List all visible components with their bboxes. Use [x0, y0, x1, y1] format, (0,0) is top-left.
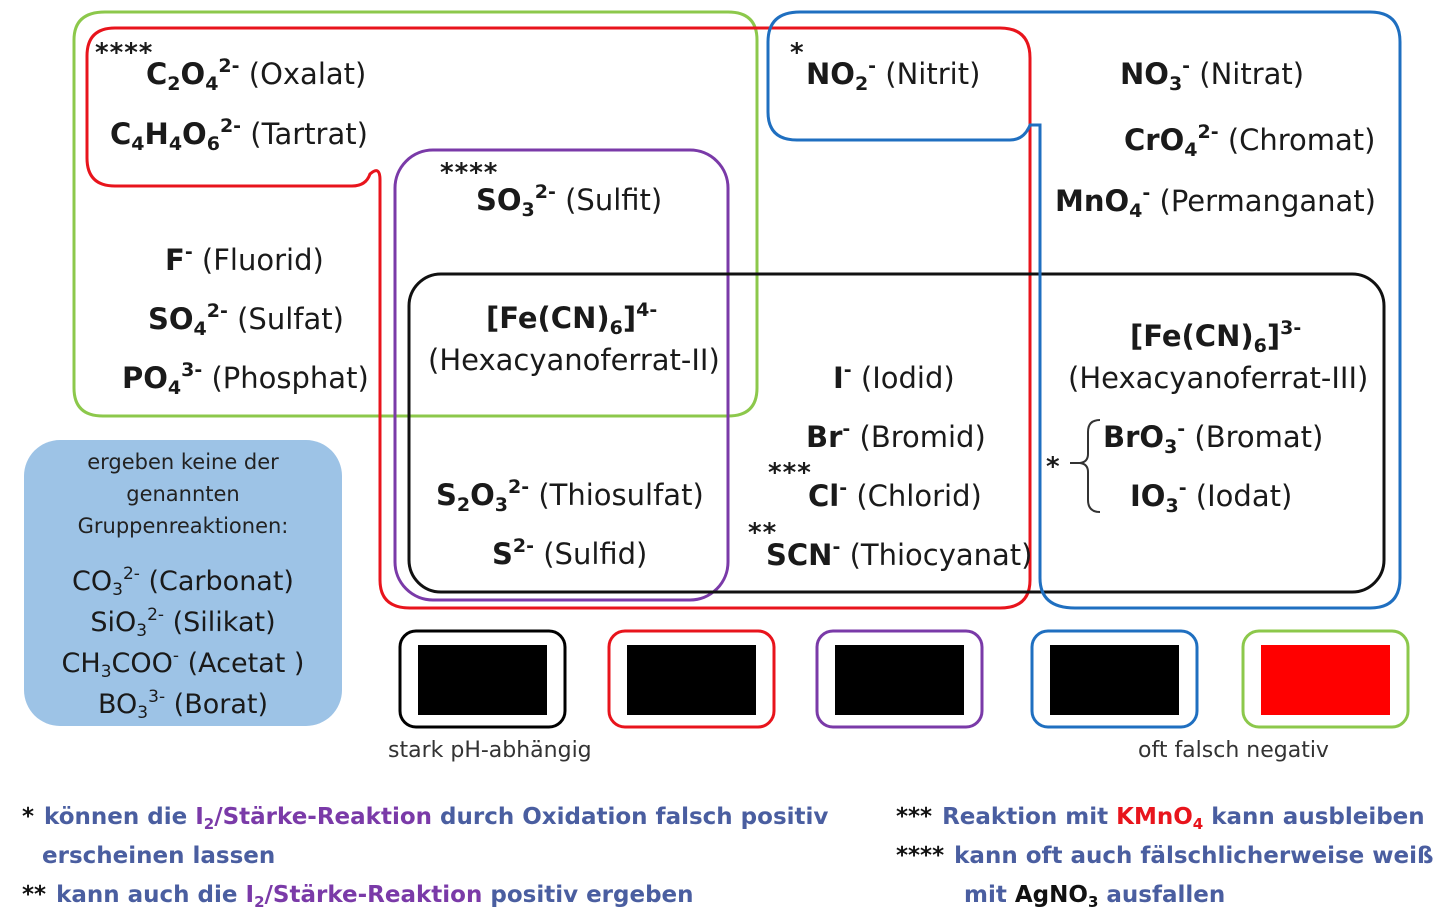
bracket-mark: [1070, 419, 1101, 513]
star-1-nitrit: *: [790, 38, 805, 68]
ion-sulfat: SO42- (Sulfat): [148, 300, 344, 340]
no-reaction-heading-3: Gruppenreaktionen:: [77, 514, 289, 538]
footnote-1-cont: erscheinen lassen: [42, 843, 276, 869]
ion-sulfit: SO32- (Sulfit): [476, 181, 663, 221]
ion-hexacyanoferrat-iii: [Fe(CN)6]3-: [1130, 317, 1302, 357]
ion-nitrit: NO2- (Nitrit): [806, 55, 981, 95]
ion-nitrat: NO3- (Nitrat): [1120, 55, 1305, 95]
legend-label-black: stark pH-abhängig: [388, 738, 592, 763]
black-group-outline: [407, 272, 1386, 594]
no-reaction-heading-1: ergeben keine der: [87, 450, 279, 474]
footnote-3: ***Reaktion mit KMnO4 kann ausbleiben: [896, 804, 1425, 833]
footnote-4-cont: mit AgNO3 ausfallen: [964, 882, 1226, 911]
no-reaction-box: ergeben keine der genannten Gruppenreakt…: [24, 440, 342, 726]
star-1-bracket: *: [1046, 452, 1061, 482]
ion-thiosulfat: S2O32- (Thiosulfat): [436, 476, 704, 516]
ion-bromid: Br- (Bromid): [806, 418, 986, 454]
ion-hexacyanoferrat-ii-name: (Hexacyanoferrat-II): [428, 343, 720, 377]
no-reaction-carbonat: CO32- (Carbonat): [72, 564, 294, 600]
ion-permanganat: MnO4- (Permanganat): [1055, 182, 1376, 222]
ion-hexacyanoferrat-ii: [Fe(CN)6]4-: [486, 299, 658, 339]
ion-thiocyanat: SCN- (Thiocyanat): [766, 536, 1033, 572]
legend-label-green: oft falsch negativ: [1138, 738, 1329, 763]
purple-group-outline: [393, 148, 730, 602]
star-4-sulfit: ****: [440, 158, 499, 188]
no-reaction-acetat: CH3COO- (Acetat ): [61, 646, 305, 682]
ion-hexacyanoferrat-iii-name: (Hexacyanoferrat-III): [1068, 361, 1369, 395]
ion-chromat: CrO42- (Chromat): [1124, 121, 1376, 161]
footnote-2: **kann auch die I2/Stärke-Reaktion posit…: [22, 882, 694, 911]
star-2-thiocyanat: **: [748, 518, 778, 548]
blue-group-outline: [766, 10, 1402, 610]
ion-chlorid: Cl- (Chlorid): [808, 477, 982, 513]
ion-fluorid: F- (Fluorid): [165, 241, 324, 277]
ion-iodid: I- (Iodid): [833, 359, 955, 395]
no-reaction-heading-2: genannten: [126, 482, 240, 506]
footnote-4: ****kann oft auch fälschlicherweise weiß: [896, 843, 1434, 869]
star-4-oxalat: ****: [95, 38, 154, 68]
red-group-outline: [85, 26, 1032, 610]
ion-iodat: IO3- (Iodat): [1130, 477, 1293, 517]
ion-sulfid: S2- (Sulfid): [492, 535, 648, 571]
no-reaction-borat: BO33- (Borat): [97, 687, 269, 723]
ion-phosphat: PO43- (Phosphat): [122, 359, 369, 399]
ion-bromat: BrO3- (Bromat): [1103, 418, 1324, 458]
footnote-1: *können die I2/Stärke-Reaktion durch Oxi…: [22, 804, 829, 833]
no-reaction-silikat: SiO32- (Silikat): [90, 605, 276, 641]
ion-tartrat: C4H4O62- (Tartrat): [110, 115, 368, 155]
ion-oxalat: C2O42- (Oxalat): [146, 55, 367, 95]
star-3-chlorid: ***: [768, 458, 812, 488]
